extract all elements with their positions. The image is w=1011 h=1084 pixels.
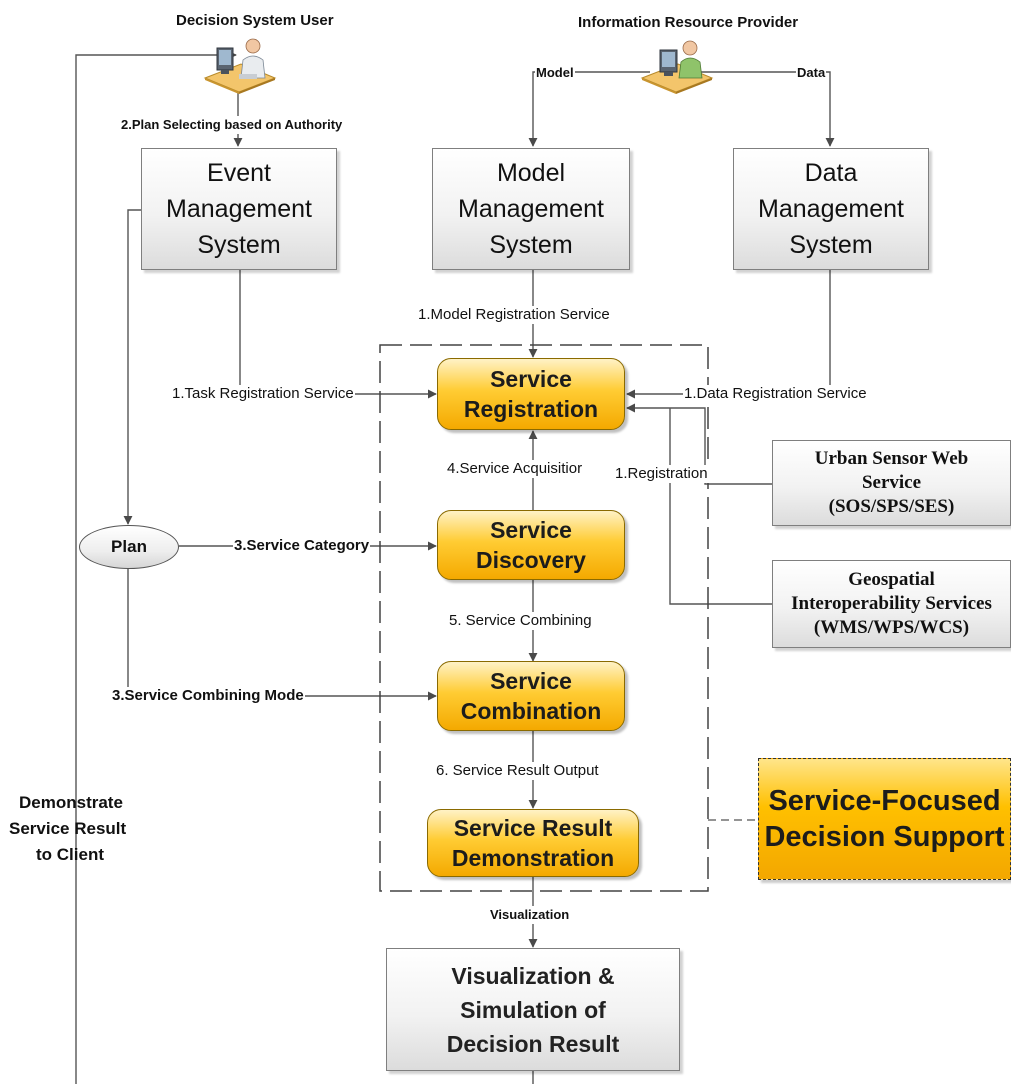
demonstrate-line-1: Demonstrate	[19, 793, 123, 812]
task-registration-line	[239, 270, 437, 399]
visualization-box-line-2: Simulation of	[460, 996, 606, 1023]
demonstration-line-1: Service Result	[453, 815, 613, 841]
service-category-label: 3.Service Category	[233, 537, 371, 555]
decision-support-line-1: Service-Focused	[768, 785, 1001, 817]
task-registration-label: 1.Task Registration Service	[171, 385, 355, 403]
urban-sensor-web-service-box: Urban Sensor Web Service (SOS/SPS/SES)	[772, 440, 1011, 526]
event-to-plan-line	[123, 209, 141, 525]
event-system-line-2: Management	[166, 195, 312, 223]
data-system-line-3: System	[789, 231, 873, 259]
data-system-line-2: Management	[758, 195, 904, 223]
user-at-computer-icon	[203, 38, 277, 94]
service-acquisition-label: 4.Service Acquisitior	[446, 460, 584, 478]
provider-to-model-line	[528, 71, 650, 147]
discovery-line-2: Discovery	[476, 547, 586, 573]
provider-to-data-line	[700, 71, 835, 147]
data-system-line-1: Data	[804, 159, 858, 187]
plan-label: Plan	[111, 537, 147, 556]
combination-line-2: Combination	[460, 698, 602, 724]
client-feedback-line	[75, 50, 237, 1084]
urban-sensor-line-1: Urban Sensor Web	[814, 448, 969, 469]
service-combining-label: 5. Service Combining	[448, 612, 593, 630]
model-system-line-1: Model	[496, 159, 566, 187]
urban-sensor-line-2: Service	[861, 472, 922, 493]
visualization-box-line-1: Visualization &	[451, 962, 615, 989]
urban-sensor-line-3: (SOS/SPS/SES)	[828, 496, 955, 517]
info-provider-label: Information Resource Provider	[577, 14, 800, 32]
service-registration-box: Service Registration	[437, 358, 625, 430]
urban-sensor-registration-line	[626, 403, 772, 485]
service-combination-box: Service Combination	[437, 661, 625, 731]
provider-at-computer-icon	[640, 40, 714, 94]
geospatial-registration-line	[669, 408, 772, 605]
demonstrate-line-2: Service Result	[9, 819, 127, 838]
model-system-line-3: System	[489, 231, 573, 259]
data-management-system: Data Management System	[733, 148, 929, 270]
model-edge-label: Model	[535, 64, 575, 82]
geospatial-line-1: Geospatial	[848, 569, 935, 590]
combination-line-1: Service	[490, 668, 572, 694]
visualization-simulation-box: Visualization & Simulation of Decision R…	[386, 948, 680, 1071]
event-system-line-3: System	[197, 231, 281, 259]
visualization-label: Visualization	[489, 906, 571, 924]
demonstrate-line-3: to Client	[36, 845, 104, 864]
service-combining-mode-label: 3.Service Combining Mode	[111, 687, 305, 705]
registration-line-2: Registration	[463, 396, 599, 422]
data-registration-line	[626, 270, 831, 399]
plan-node: Plan	[79, 525, 179, 569]
result-output-label: 6. Service Result Output	[435, 762, 600, 780]
data-registration-label: 1.Data Registration Service	[683, 385, 868, 403]
demonstration-line-2: Demonstration	[451, 845, 615, 871]
plan-selecting-label: 2.Plan Selecting based on Authority	[120, 116, 344, 134]
model-management-system: Model Management System	[432, 148, 630, 270]
service-result-demonstration-box: Service Result Demonstration	[427, 809, 639, 877]
combining-mode-line	[127, 568, 437, 701]
discovery-line-1: Service	[490, 517, 572, 543]
registration-line-1: Service	[490, 366, 572, 392]
decision-user-label: Decision System User	[175, 12, 335, 30]
event-system-line-1: Event	[207, 159, 271, 187]
decision-support-line-2: Decision Support	[764, 821, 1005, 853]
registration-label: 1.Registration	[614, 465, 709, 483]
geospatial-line-3: (WMS/WPS/WCS)	[813, 617, 970, 638]
data-edge-label: Data	[796, 64, 827, 82]
service-discovery-box: Service Discovery	[437, 510, 625, 580]
visualization-box-line-3: Decision Result	[446, 1030, 620, 1057]
model-registration-label: 1.Model Registration Service	[417, 306, 611, 324]
event-management-system: Event Management System	[141, 148, 337, 270]
geospatial-line-2: Interoperability Services	[791, 593, 992, 614]
model-system-line-2: Management	[458, 195, 604, 223]
geospatial-services-box: Geospatial Interoperability Services (WM…	[772, 560, 1011, 648]
service-container-dashed	[379, 344, 709, 892]
service-focused-decision-support-box: Service-Focused Decision Support	[758, 758, 1011, 880]
